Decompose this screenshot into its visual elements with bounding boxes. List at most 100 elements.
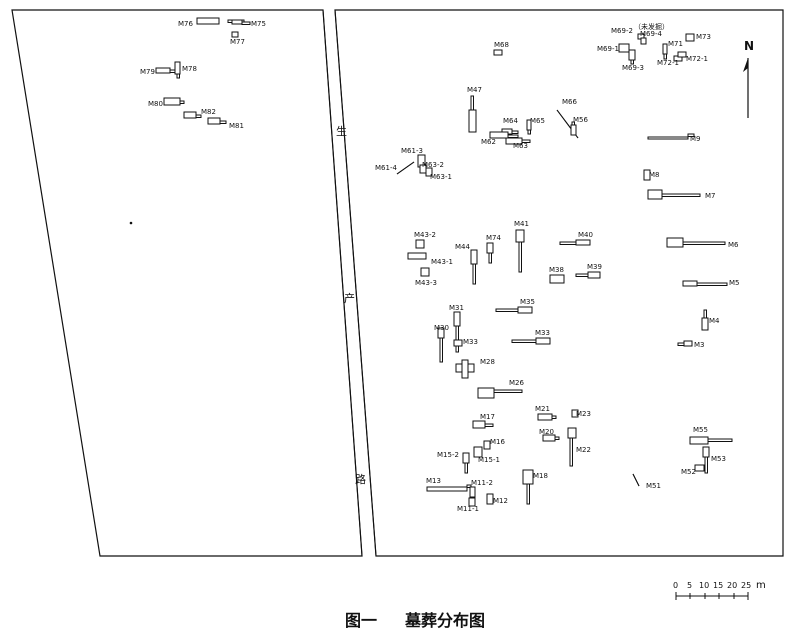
road bbox=[322, 9, 377, 557]
tomb-label: M78 bbox=[182, 65, 197, 73]
tomb-pit bbox=[685, 33, 695, 42]
tomb-pit bbox=[549, 274, 565, 284]
tomb-ramp bbox=[682, 241, 726, 245]
tomb-label: M15-1 bbox=[478, 456, 500, 464]
tomb-m40: M40 bbox=[559, 231, 593, 246]
tomb-m7: M7 bbox=[647, 189, 716, 200]
tomb-pit bbox=[420, 267, 430, 277]
tomb-pit bbox=[174, 61, 181, 75]
tomb-m3: M3 bbox=[677, 340, 705, 349]
tomb-m31: M31 bbox=[449, 304, 464, 353]
tomb-label: M43-2 bbox=[414, 231, 436, 239]
tomb-label: M52 bbox=[681, 468, 696, 476]
scale-tick-10: 10 bbox=[699, 581, 709, 590]
tomb-pit bbox=[522, 469, 534, 485]
tomb-m63: M63 bbox=[505, 137, 531, 150]
tomb-pit bbox=[702, 446, 710, 458]
tomb-pit bbox=[163, 97, 181, 106]
tomb-label: M61-4 bbox=[375, 164, 397, 172]
road-label-char-1: 生 bbox=[336, 124, 347, 138]
tomb-pit bbox=[231, 19, 243, 25]
tomb-m22: M22 bbox=[567, 427, 591, 467]
tomb-ramp bbox=[707, 438, 733, 442]
tomb-label: M74 bbox=[486, 234, 501, 242]
tomb-m30: M30 bbox=[434, 324, 449, 363]
tomb-m35: M35 bbox=[495, 298, 535, 314]
tomb-label: M9 bbox=[690, 135, 701, 143]
tomb-pit bbox=[486, 493, 494, 505]
tomb-label: M62 bbox=[481, 138, 496, 146]
tomb-label: M63-2 bbox=[422, 161, 444, 169]
tomb-label: M76 bbox=[178, 20, 193, 28]
tomb-pit bbox=[486, 242, 494, 254]
tomb-pit bbox=[155, 67, 171, 74]
tomb-ramp bbox=[484, 423, 494, 427]
tomb-pit bbox=[437, 327, 445, 339]
tomb-ramp bbox=[241, 21, 251, 25]
tomb-ramp bbox=[472, 263, 476, 285]
tomb-pit bbox=[231, 31, 239, 38]
tomb-ramp bbox=[661, 193, 701, 197]
tomb-pit bbox=[505, 137, 523, 145]
tomb-ramp bbox=[470, 95, 474, 111]
tomb-pit bbox=[571, 409, 579, 418]
tomb-m47: M47 bbox=[467, 86, 482, 133]
tomb-label: M65 bbox=[530, 117, 545, 125]
tomb-m43-1: M43-1 bbox=[407, 252, 453, 266]
tomb-m18: M18 bbox=[522, 469, 548, 505]
tomb-label: M63 bbox=[513, 142, 528, 150]
tomb-m38: M38 bbox=[549, 266, 565, 284]
tomb-label: M77 bbox=[230, 38, 245, 46]
tomb-pit bbox=[694, 464, 705, 472]
tomb-label: M6 bbox=[728, 241, 739, 249]
tomb-pit bbox=[682, 280, 698, 287]
tomb-m21: M21 bbox=[535, 405, 557, 421]
tomb-m55: M55 bbox=[689, 426, 733, 445]
tomb-m16: M16 bbox=[483, 438, 505, 450]
tomb-pit bbox=[689, 436, 709, 445]
tomb-ramp bbox=[703, 309, 707, 319]
road-label-char-2: 产 bbox=[344, 291, 355, 305]
tomb-label: M44 bbox=[455, 243, 470, 251]
tomb-m13: M13 bbox=[426, 477, 472, 492]
tomb-m9: M9 bbox=[647, 133, 701, 143]
tomb-m6: M6 bbox=[666, 237, 739, 249]
tomb-m23: M23 bbox=[571, 409, 591, 418]
tomb-m8: M8 bbox=[643, 169, 660, 181]
tomb-label: M43-3 bbox=[415, 279, 437, 287]
tomb-m51: M51 bbox=[632, 473, 661, 490]
tomb-label: M30 bbox=[434, 324, 449, 332]
tomb-pit bbox=[526, 119, 532, 131]
tomb-pit bbox=[483, 440, 491, 450]
unexcavated-note: （未发掘） bbox=[634, 22, 669, 31]
figure-number: 图一 bbox=[345, 611, 377, 630]
tomb-ramp bbox=[575, 273, 589, 277]
tomb-pit bbox=[517, 306, 533, 314]
tomb-pit bbox=[567, 427, 577, 439]
tomb-ramp bbox=[511, 339, 537, 343]
tomb-pit bbox=[677, 51, 687, 58]
tomb-label: M81 bbox=[229, 122, 244, 130]
tomb-pit bbox=[468, 109, 477, 133]
tomb-label: M75 bbox=[251, 20, 266, 28]
tomb-label: M79 bbox=[140, 68, 155, 76]
tomb-ramp bbox=[464, 462, 468, 474]
north-label: N bbox=[744, 39, 754, 53]
tomb-label: M26 bbox=[509, 379, 524, 387]
tomb-ramp bbox=[526, 483, 530, 505]
tomb-m77: M77 bbox=[230, 31, 245, 46]
tomb-ramp bbox=[176, 73, 180, 79]
road-label-char-3: 路 bbox=[355, 473, 366, 486]
tomb-ramp bbox=[696, 282, 728, 286]
tomb-m41: M41 bbox=[514, 220, 529, 273]
tomb-label: M72-1 bbox=[657, 59, 679, 67]
tomb-ramp bbox=[495, 308, 519, 312]
tomb-label: M73 bbox=[696, 33, 711, 41]
tomb-pit bbox=[640, 37, 647, 45]
tomb-pit bbox=[473, 446, 483, 458]
tomb-pit-fill bbox=[396, 161, 415, 175]
figure-title: 墓葬分布图 bbox=[404, 611, 485, 630]
tomb-pit bbox=[587, 271, 601, 279]
scale-tick-0: 0 bbox=[673, 581, 678, 590]
